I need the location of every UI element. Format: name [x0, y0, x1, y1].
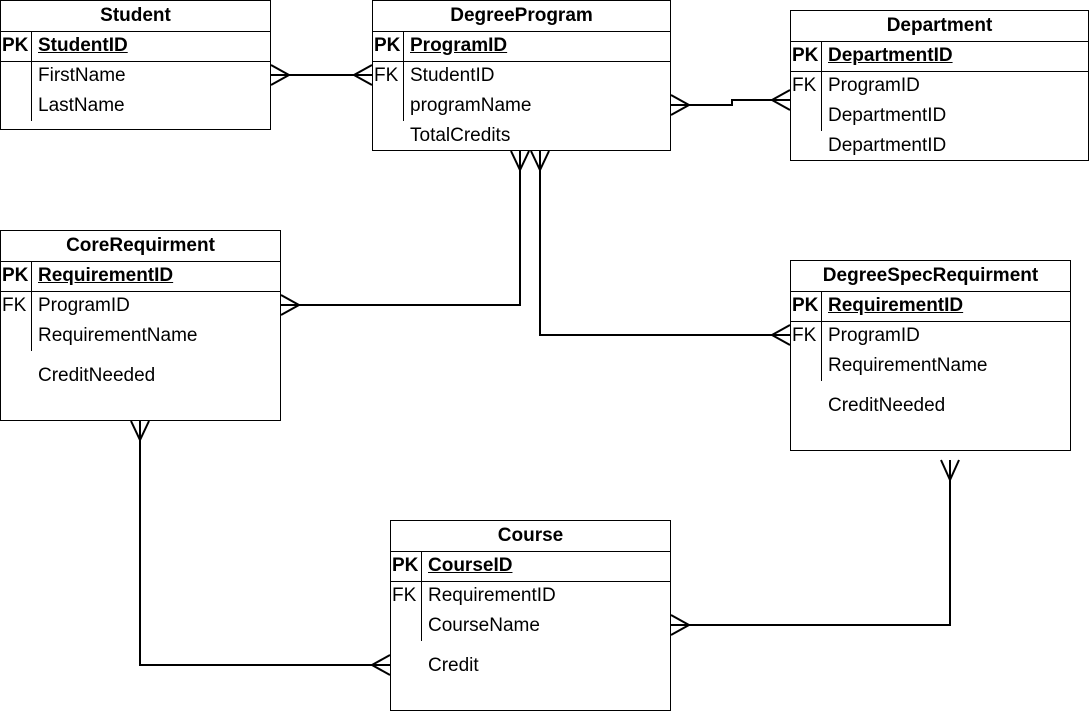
entity-title: Student [1, 1, 270, 32]
primary-key-row: PK CourseID [391, 551, 670, 582]
primary-key-field: DepartmentID [828, 45, 953, 66]
attribute: ProgramID [828, 75, 920, 96]
crowfoot-department-end [769, 89, 791, 111]
entity-student: Student PK StudentID FirstName LastName [0, 0, 271, 130]
crowfoot-degreeprogram-bottom-a [510, 150, 530, 173]
pk-tag: PK [374, 35, 401, 56]
attribute: RequirementName [38, 325, 198, 346]
entity-title: DegreeSpecRequirment [791, 261, 1070, 292]
attribute: TotalCredits [410, 125, 511, 146]
primary-key-field: RequirementID [828, 295, 964, 316]
crowfoot-course-right-end [670, 614, 692, 636]
crowfoot-degreeprogram-right-end [670, 94, 692, 116]
attribute: RequirementID [428, 585, 556, 606]
entity-corerequirment: CoreRequirment PK RequirementID FK Progr… [0, 230, 281, 421]
primary-key-row: PK RequirementID [1, 261, 280, 292]
crowfoot-degreespec-left-end [769, 324, 791, 346]
pk-tag: PK [2, 265, 29, 286]
pk-tag: PK [2, 35, 29, 56]
crowfoot-corerequirment-bottom [130, 420, 150, 443]
column-divider [821, 41, 822, 131]
attribute: LastName [38, 95, 125, 116]
entity-department: Department PK DepartmentID FK ProgramID … [790, 10, 1089, 161]
primary-key-field: RequirementID [38, 265, 174, 286]
rel-degreespec-course [670, 460, 951, 626]
fk-tag: FK [792, 325, 817, 346]
crowfoot-corerequirment-end [280, 294, 302, 316]
column-divider [403, 31, 404, 121]
entity-title: DegreeProgram [373, 1, 670, 32]
attribute: CreditNeeded [828, 395, 946, 416]
entity-title: CoreRequirment [1, 231, 280, 262]
crowfoot-degreespec-bottom [940, 459, 960, 483]
fk-tag: FK [392, 585, 417, 606]
crowfoot-degreeprogram-bottom-b [530, 150, 550, 173]
column-divider [421, 551, 422, 641]
crowfoot-degreeprogram-left-end [351, 64, 373, 86]
column-divider [821, 291, 822, 381]
crowfoot-student-end [270, 64, 292, 86]
attribute: FirstName [38, 65, 126, 86]
entity-title: Department [791, 11, 1088, 42]
primary-key-row: PK DepartmentID [791, 41, 1088, 72]
primary-key-row: PK ProgramID [373, 31, 670, 62]
attribute: CourseName [428, 615, 540, 636]
attribute: RequirementName [828, 355, 988, 376]
attribute: ProgramID [38, 295, 130, 316]
column-divider [31, 261, 32, 351]
fk-tag: FK [2, 295, 27, 316]
column-divider [31, 31, 32, 121]
primary-key-field: ProgramID [410, 35, 508, 56]
primary-key-row: PK RequirementID [791, 291, 1070, 322]
entity-title: Course [391, 521, 670, 552]
attribute: StudentID [410, 65, 495, 86]
rel-corerequirment-course [139, 420, 391, 666]
entity-degreeprogram: DegreeProgram PK ProgramID FK StudentID … [372, 0, 671, 151]
pk-tag: PK [792, 45, 819, 66]
entity-course: Course PK CourseID FK RequirementID Cour… [390, 520, 671, 711]
crowfoot-course-left-end [369, 654, 391, 676]
primary-key-field: CourseID [428, 555, 513, 576]
entity-degreespecrequirment: DegreeSpecRequirment PK RequirementID FK… [790, 260, 1071, 451]
attribute: programName [410, 95, 532, 116]
primary-key-field: StudentID [38, 35, 128, 56]
rel-degreeprogram-corerequirment [280, 150, 521, 306]
rel-degreeprogram-department [670, 99, 791, 106]
attribute: DepartmentID [828, 135, 947, 156]
fk-tag: FK [792, 75, 817, 96]
attribute: ProgramID [828, 325, 920, 346]
rel-degreeprogram-degreespec [539, 150, 791, 336]
fk-tag: FK [374, 65, 399, 86]
attribute: Credit [428, 655, 479, 676]
primary-key-row: PK StudentID [1, 31, 270, 62]
attribute: CreditNeeded [38, 365, 156, 386]
attribute: DepartmentID [828, 105, 947, 126]
pk-tag: PK [792, 295, 819, 316]
pk-tag: PK [392, 555, 419, 576]
